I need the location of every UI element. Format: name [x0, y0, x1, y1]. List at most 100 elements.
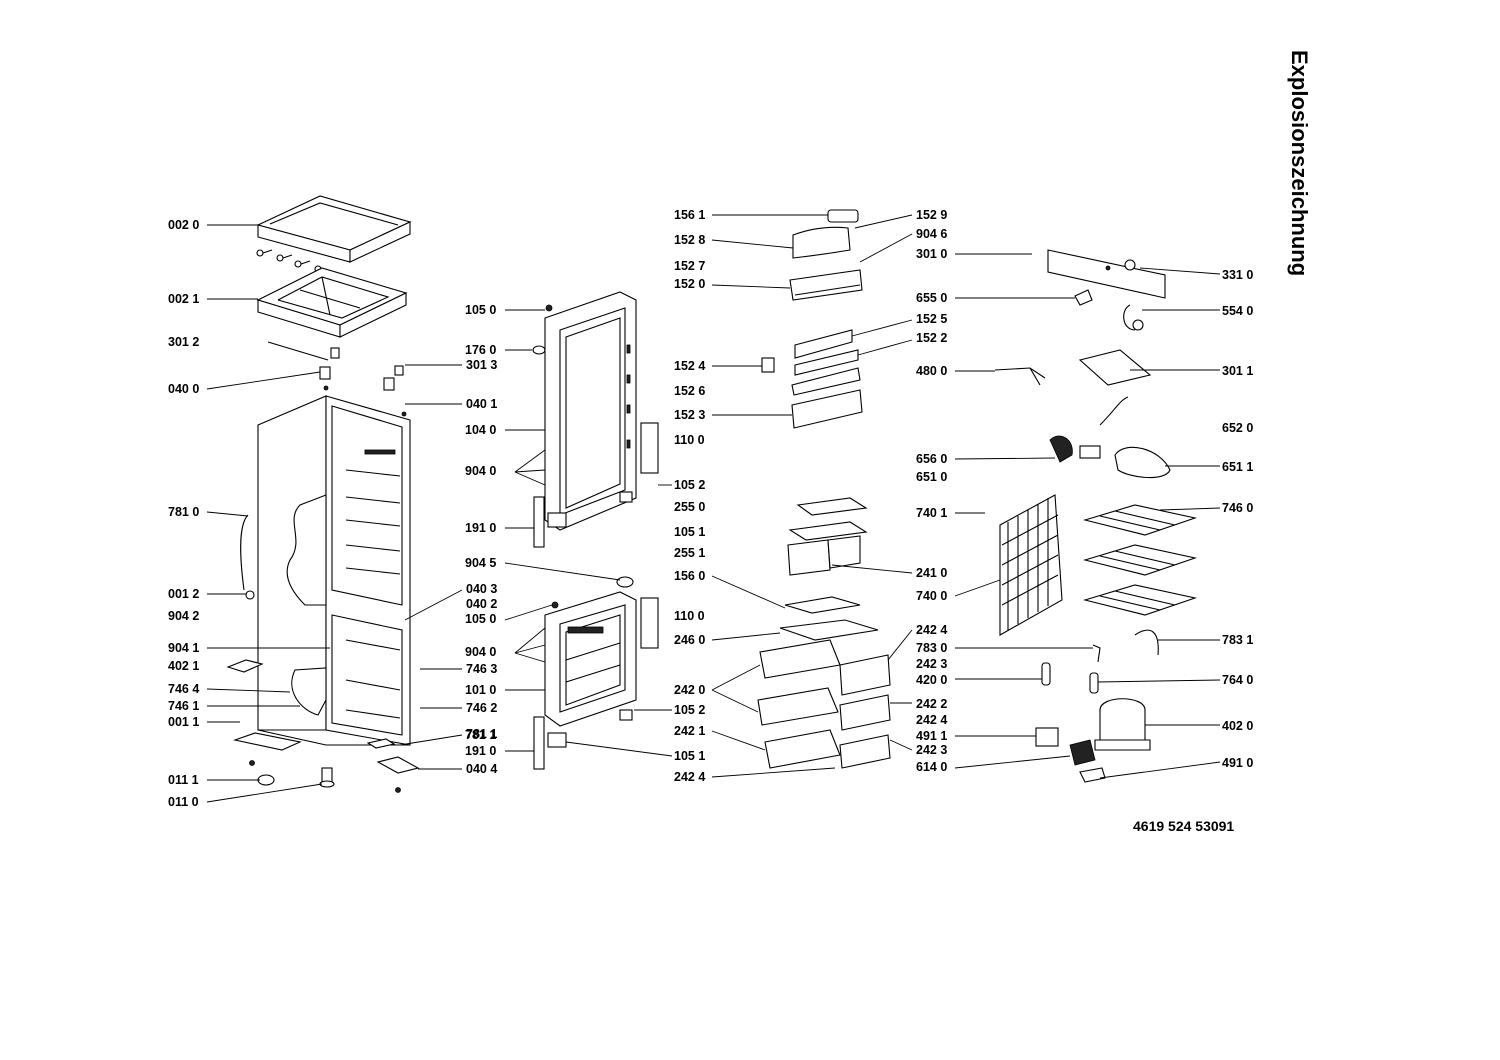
part-label: 904 0	[465, 464, 497, 478]
cable-part	[1099, 396, 1129, 426]
upper-door-handle-part	[533, 422, 659, 548]
part-label: 152 8	[674, 233, 706, 247]
wire-shelves-part	[1082, 504, 1198, 616]
box-part	[226, 659, 264, 673]
top-cover-part	[256, 195, 412, 263]
part-label: 554 0	[1222, 304, 1254, 318]
part-label: 040 2	[466, 597, 498, 611]
lower-door-part	[544, 576, 637, 727]
part-label: 402 0	[1222, 719, 1254, 733]
part-label: 255 0	[674, 500, 706, 514]
part-label: 105 0	[465, 303, 497, 317]
part-label: 002 1	[168, 292, 200, 306]
part-label: 746 0	[1222, 501, 1254, 515]
part-label: 746 4	[168, 682, 200, 696]
part-label: 491 1	[916, 729, 948, 743]
evaporator-part	[999, 494, 1063, 636]
rod-part	[267, 341, 329, 361]
compressor-part	[1094, 698, 1151, 751]
part-label: 105 2	[674, 703, 706, 717]
butter-compartment-part	[789, 209, 863, 301]
part-label: 176 0	[465, 343, 497, 357]
filter-dryer-part	[1089, 672, 1099, 694]
part-label: 152 2	[916, 331, 948, 345]
part-label: 001 2	[168, 587, 200, 601]
part-label: 040 4	[466, 762, 498, 776]
part-label: 301 2	[168, 335, 200, 349]
part-label: 191 0	[465, 521, 497, 535]
part-label: 255 1	[674, 546, 706, 560]
document-number: 4619 524 53091	[1133, 818, 1235, 834]
cabinet-body-part	[257, 395, 411, 746]
plug-part	[245, 590, 255, 600]
part-label: 105 0	[465, 612, 497, 626]
part-label: 402 1	[168, 659, 200, 673]
part-label: 152 0	[674, 277, 706, 291]
part-label: 651 0	[916, 470, 948, 484]
part-label: 904 0	[465, 645, 497, 659]
part-label: 420 0	[916, 673, 948, 687]
part-label: 614 0	[916, 760, 948, 774]
part-label: 152 9	[916, 208, 948, 222]
part-label: 301 3	[466, 358, 498, 372]
part-label: 110 0	[674, 609, 705, 623]
part-label: 904 2	[168, 609, 200, 623]
part-label: 011 1	[168, 773, 199, 787]
part-label: 242 3	[916, 743, 948, 757]
lower-door-handle-part	[533, 597, 659, 770]
hinge-lower-part	[232, 732, 420, 793]
part-label: 740 0	[916, 589, 948, 603]
part-label: 156 1	[674, 208, 706, 222]
part-label: 242 3	[916, 657, 948, 671]
upper-door-part	[532, 291, 637, 531]
lamp-housing-part	[1049, 435, 1171, 479]
part-label: 331 0	[1222, 268, 1254, 282]
part-label: 241 0	[916, 566, 948, 580]
part-label: 746 3	[466, 662, 498, 676]
part-label: 105 2	[674, 478, 706, 492]
part-label: 656 0	[916, 452, 948, 466]
part-label: 652 0	[1222, 421, 1254, 435]
insulation-plate-part	[1078, 349, 1152, 386]
part-label: 101 0	[465, 683, 497, 697]
part-label: 491 0	[1222, 756, 1254, 770]
part-label: 104 0	[465, 423, 497, 437]
door-shelves-part	[761, 329, 863, 429]
part-label: 904 6	[916, 227, 948, 241]
part-label: 011 0	[168, 795, 199, 809]
part-label: 152 4	[674, 359, 706, 373]
part-label: 002 0	[168, 218, 200, 232]
part-label: 040 0	[168, 382, 200, 396]
drain-tube-part	[240, 514, 249, 591]
part-label: 242 4	[674, 770, 706, 784]
control-panel-part	[1047, 249, 1166, 299]
part-label: 152 5	[916, 312, 948, 326]
part-label: 740 1	[916, 506, 948, 520]
relay-part	[1035, 727, 1106, 783]
wiring-part	[994, 367, 1046, 386]
part-label: 152 3	[674, 408, 706, 422]
crisper-drawers-part	[787, 497, 868, 576]
part-label: 655 0	[916, 291, 948, 305]
part-label: 764 0	[1222, 673, 1254, 687]
pipe-small-part	[1092, 644, 1101, 663]
diagram-title: Explosionszeichnung	[1287, 50, 1312, 277]
freezer-drawers-part	[757, 596, 891, 769]
part-label: 746 1	[168, 699, 200, 713]
part-label: 242 2	[916, 697, 948, 711]
feet-part	[257, 767, 335, 788]
top-frame-part	[256, 267, 408, 338]
pipe-part	[1134, 629, 1159, 656]
part-label: 904 5	[465, 556, 497, 570]
screws-part	[256, 249, 322, 273]
part-label: 781 0	[168, 505, 200, 519]
part-label: 040 3	[466, 582, 498, 596]
cover-part	[366, 738, 396, 749]
part-label: 040 1	[466, 397, 498, 411]
part-label: 152 6	[674, 384, 706, 398]
part-label: 651 1	[1222, 460, 1254, 474]
part-label: 904 1	[168, 641, 200, 655]
clips-part	[319, 347, 407, 417]
part-label: 781 1	[466, 727, 498, 741]
